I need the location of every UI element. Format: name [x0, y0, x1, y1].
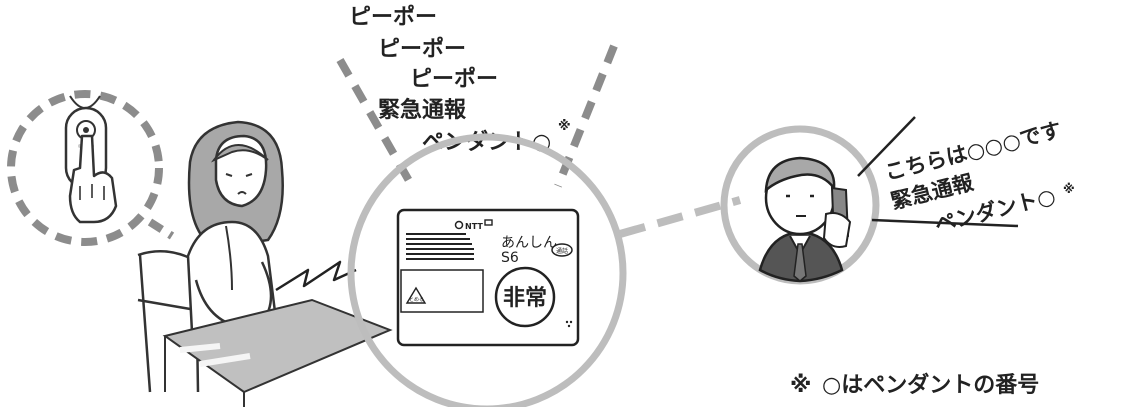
siren-line-1: ピーポー [349, 4, 437, 30]
footnote-text: ○はペンダントの番号 [822, 372, 1039, 398]
operator-speech-note-mark: ※ [1063, 182, 1075, 196]
talk-button[interactable]: 通話 [551, 243, 573, 257]
device-model-name: あんしん [501, 235, 557, 251]
svg-text:とめる: とめる [409, 297, 424, 303]
footnote: ※ ○はペンダントの番号 [790, 372, 1039, 398]
operator-speech: こちらは○○○です 緊急通報 ペンダント○ ※ [857, 116, 1075, 237]
woman-user-illustration [137, 120, 393, 407]
svg-text:NTT: NTT [465, 222, 483, 231]
announcement-note-mark: ※ [558, 119, 571, 134]
speaker-grille [406, 233, 474, 260]
wireless-signal-icon [275, 260, 357, 292]
device-highlight-circle [347, 133, 627, 407]
operator-speech-line-1: こちらは○○○です [882, 118, 1063, 185]
home-emergency-device: NTT あんしん S6 通話 とめる 非常 [396, 208, 580, 347]
pressing-hand-icon [68, 134, 118, 224]
pendant-closeup [7, 90, 175, 246]
footnote-mark: ※ [790, 373, 811, 398]
svg-text:非常: 非常 [503, 285, 547, 311]
svg-text:通話: 通話 [556, 247, 568, 255]
call-center-operator [720, 125, 880, 285]
device-model-number: S6 [501, 250, 519, 266]
stop-button[interactable]: とめる [405, 286, 427, 304]
ntt-logo: NTT [454, 220, 483, 231]
microphone-holes [565, 320, 573, 328]
announcement-line-1: 緊急通報 [378, 97, 467, 123]
siren-line-2: ピーポー [378, 36, 466, 62]
connection-line [618, 196, 742, 238]
emergency-button[interactable]: 非常 [494, 266, 556, 328]
stop-panel [400, 269, 484, 313]
announcement-text: ピーポー ピーポー ピーポー 緊急通報 ペンダント○ ※ [349, 4, 571, 155]
indicator-lamp [484, 219, 493, 226]
siren-line-3: ピーポー [410, 66, 498, 92]
